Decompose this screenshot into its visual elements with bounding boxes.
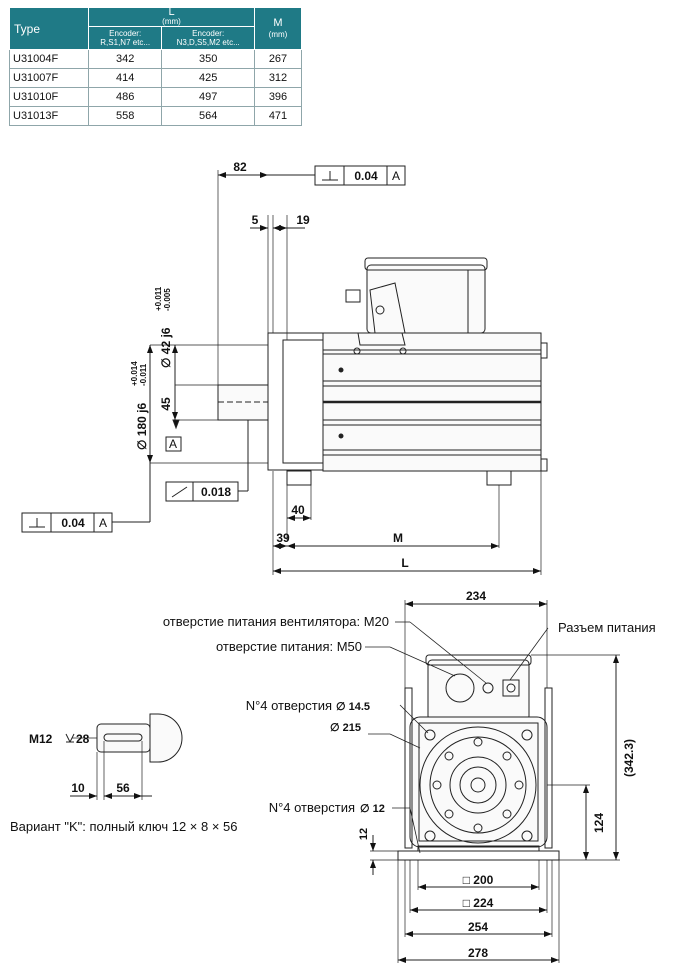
pilot-tol-lower: -0.011 — [139, 363, 148, 386]
front-flange — [404, 687, 553, 849]
dim-45: 45 — [159, 397, 173, 411]
thread-depth: 28 — [76, 732, 90, 746]
power-hole-label: отверстие питания: M50 — [216, 639, 362, 654]
dim-l: L — [401, 556, 408, 570]
tol-left-value: 0.04 — [61, 516, 85, 530]
shaft — [217, 384, 269, 421]
dim-200: □ 200 — [463, 873, 494, 887]
col-encoder-1-header: Encoder:R,S1,N7 etc... — [87, 26, 163, 50]
shaft-tol-upper: +0.011 — [154, 286, 163, 311]
dim-19: 19 — [296, 213, 310, 227]
pilot-diameter: ∅ 180 j6 — [135, 403, 149, 450]
side-view — [21, 165, 548, 575]
dim-5: 5 — [252, 213, 259, 227]
pilot-tol-upper: +0.014 — [130, 361, 139, 386]
col-encoder-2-header: Encoder:N3,D,S5,M2 etc... — [161, 26, 255, 50]
tol-top-value: 0.04 — [354, 169, 378, 183]
dim-254: 254 — [468, 920, 488, 934]
terminal-box — [345, 257, 488, 355]
dim-56: 56 — [116, 781, 130, 795]
dim-124: 124 — [592, 813, 606, 833]
spec-table: Type L(mm) M(mm) Encoder:R,S1,N7 etc... … — [9, 7, 302, 126]
pcd-215: ∅ 215 — [330, 722, 361, 734]
holes-12-diameter: ∅ 12 — [360, 803, 385, 815]
col-m-header: M(mm) — [254, 7, 302, 50]
datum-a-label: A — [169, 437, 177, 451]
power-connector-label: Разъем питания — [558, 620, 656, 635]
holes-145-diameter: ∅ 14.5 — [336, 701, 370, 713]
shaft-diameter: ∅ 42 j6 — [159, 327, 173, 368]
key-variant-caption: Вариант "K": полный ключ 12 × 8 × 56 — [10, 819, 238, 834]
dim-342: (342.3) — [622, 739, 636, 777]
fan-hole-label: отверстие питания вентилятора: M20 — [163, 614, 389, 629]
front-labels: отверстие питания вентилятора: M20 отвер… — [163, 589, 656, 960]
front-terminal-box — [425, 654, 532, 721]
dim-82: 82 — [233, 160, 247, 174]
dim-40: 40 — [291, 503, 305, 517]
dim-12: 12 — [358, 828, 370, 840]
shaft-tol-lower: -0.005 — [163, 288, 172, 311]
dim-m: M — [393, 531, 403, 545]
holes-145-label: N°4 отверстия — [246, 698, 332, 713]
key-labels: M12 28 10 56 Вариант "K": полный ключ 12… — [10, 732, 238, 834]
dim-234: 234 — [466, 589, 486, 603]
dim-224: □ 224 — [463, 896, 494, 910]
key-detail — [65, 713, 183, 800]
dim-10: 10 — [71, 781, 85, 795]
thread-m12: M12 — [29, 732, 53, 746]
dim-39: 39 — [276, 531, 290, 545]
dim-278: 278 — [468, 946, 488, 960]
side-labels: 82 5 19 0.04 A 0.04 A 0.018 A 45 ∅ 42 j6… — [61, 160, 408, 570]
front-base — [397, 845, 560, 861]
col-type-header: Type — [9, 7, 89, 50]
front-view — [365, 600, 620, 963]
runout-value: 0.018 — [201, 485, 231, 499]
tol-left-ref: A — [99, 516, 107, 530]
motor-body — [267, 332, 548, 486]
holes-12-label: N°4 отверстия — [269, 800, 355, 815]
tol-top-ref: A — [392, 169, 400, 183]
